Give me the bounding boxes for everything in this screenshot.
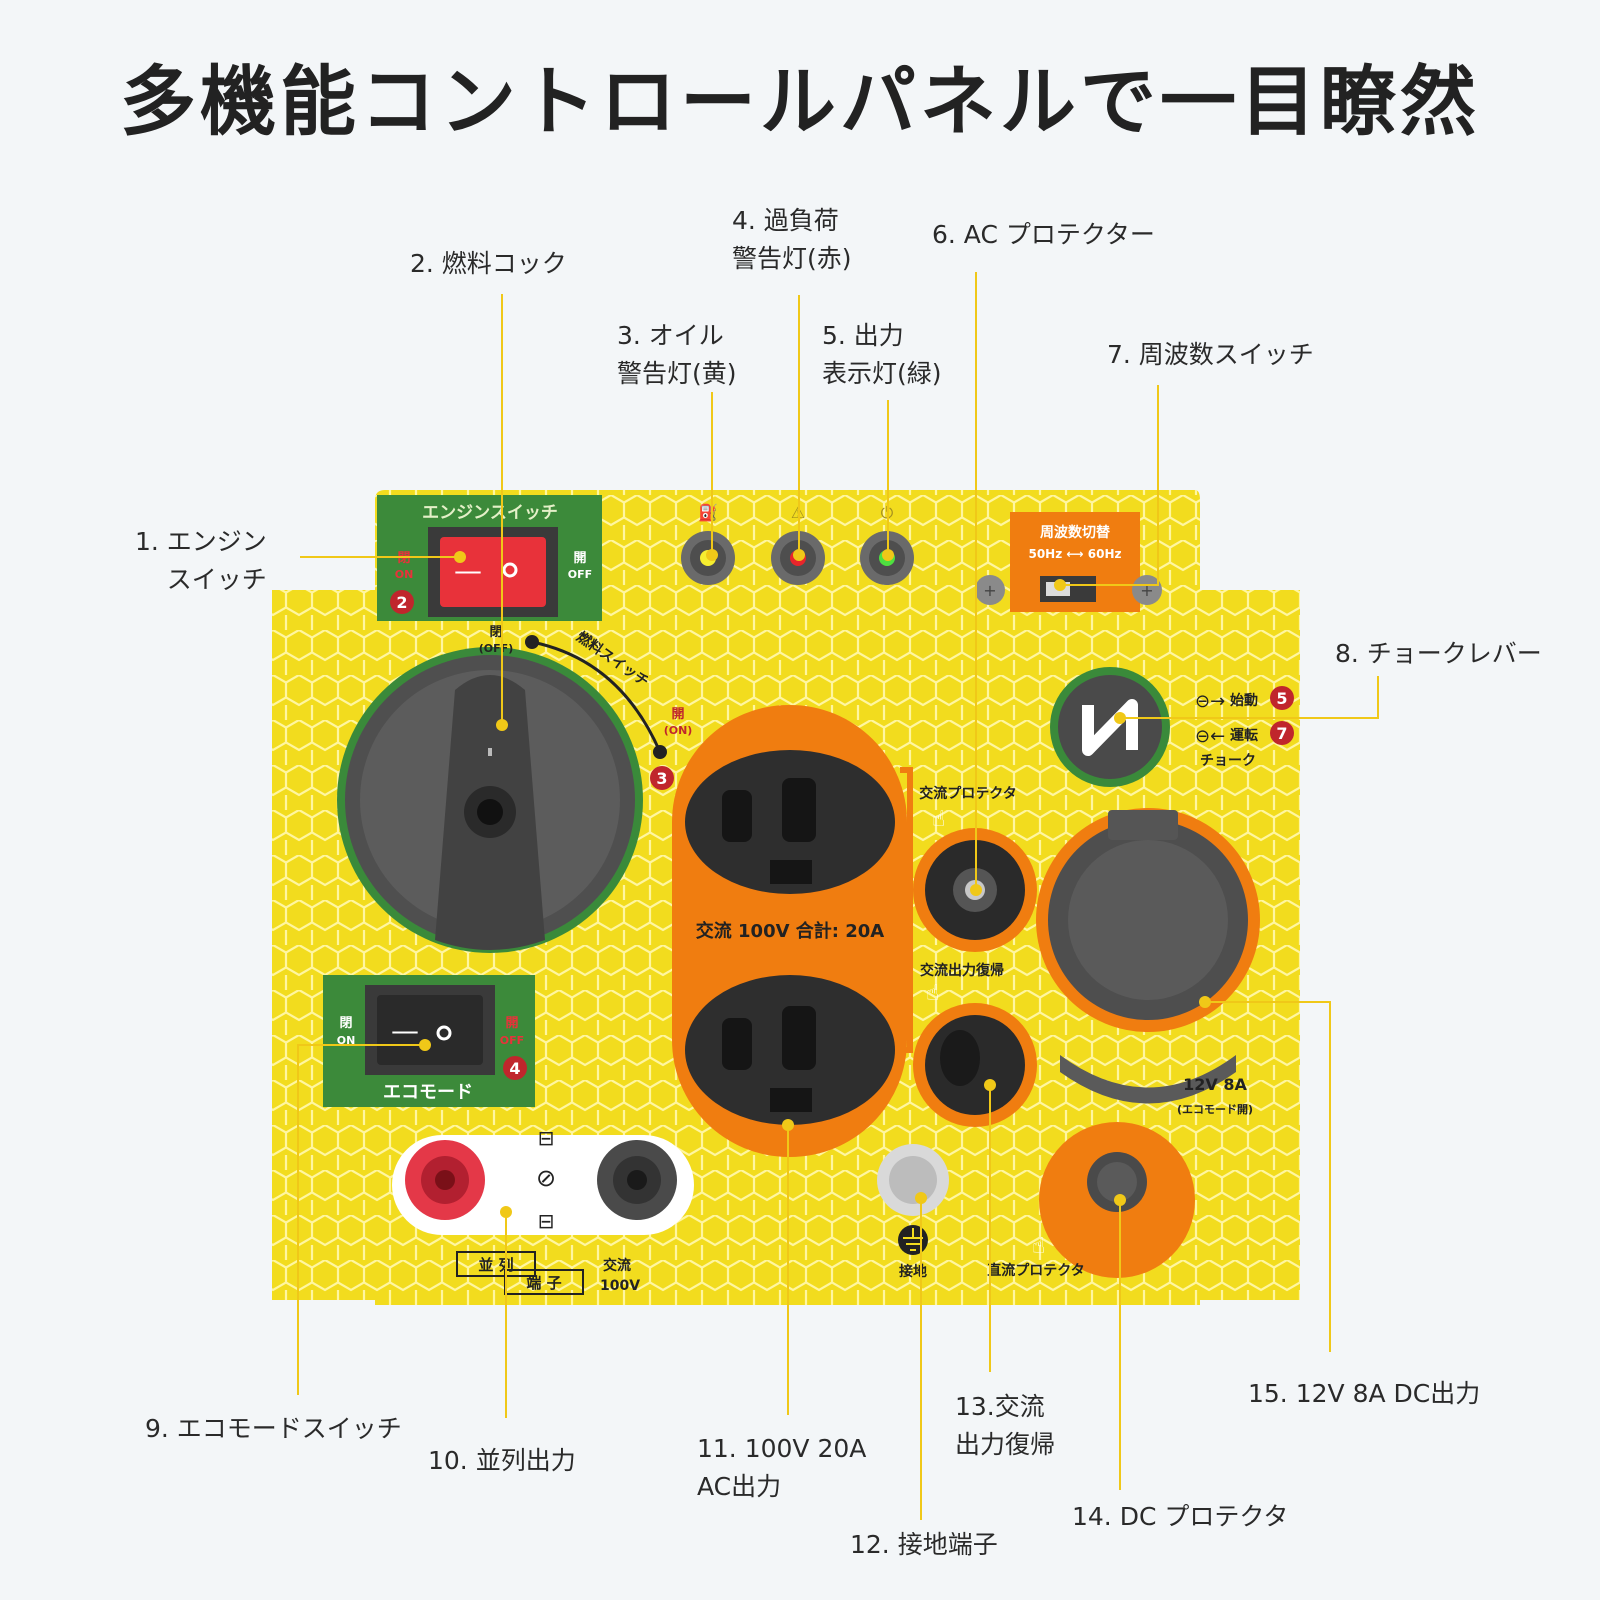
eco-mode-switch[interactable] xyxy=(377,995,483,1065)
badge-4: 4 xyxy=(509,1059,520,1078)
callout-15-dc-output: 15. 12V 8A DC出力 xyxy=(1248,1379,1481,1408)
leader-lines xyxy=(297,272,1379,1520)
run-label: 運転 xyxy=(1230,727,1258,744)
link-icon: ⊘ xyxy=(536,1164,556,1192)
page-title: 多機能コントロールパネルで一目瞭然 xyxy=(120,57,1480,146)
choke-label: チョーク xyxy=(1200,753,1256,769)
engine-off-text: OFF xyxy=(568,568,592,581)
frequency-switch-plate: 周波数切替 50Hz ⟷ 60Hz + + xyxy=(975,512,1162,612)
hand-pointer-icon: ☝ xyxy=(926,981,939,1006)
parallel-label-a: 並 列 xyxy=(478,1256,513,1274)
fuel-on-text: (ON) xyxy=(664,724,693,737)
eco-off-text: OFF xyxy=(500,1034,524,1047)
engine-on-text: ON xyxy=(395,568,414,581)
run-arrow-icon: ⊖← xyxy=(1195,726,1225,747)
badge-3: 3 xyxy=(656,769,667,788)
eco-on-kanji: 閉 xyxy=(339,1016,352,1031)
generator-icon: ⊟ xyxy=(538,1126,555,1150)
engine-off-kanji: 開 xyxy=(573,551,586,566)
callout-3-oil-warning: 3. オイル警告灯(黄) xyxy=(617,321,737,388)
engine-switch-label: エンジンスイッチ xyxy=(422,503,558,523)
callout-4-overload-warning: 4. 過負荷警告灯(赤) xyxy=(732,206,852,273)
parallel-terminal-group: ⊟ ⊘ ⊟ 並 列 端 子 交流 100V xyxy=(392,1126,694,1295)
svg-text:+: + xyxy=(1140,581,1153,600)
leader-dots xyxy=(419,549,1211,1218)
ac-rating-label: 交流 100V 合計: 20A xyxy=(696,920,885,942)
start-label: 始動 xyxy=(1230,692,1258,709)
dc-rating-label: 12V 8A xyxy=(1183,1075,1247,1094)
ac-100v-label: 100V xyxy=(600,1278,640,1294)
fuel-on-kanji: 開 xyxy=(671,707,684,722)
callout-1-engine-switch: 1. エンジンスイッチ xyxy=(135,527,267,594)
frequency-title: 周波数切替 xyxy=(1040,524,1111,541)
callout-14-dc-protector: 14. DC プロテクタ xyxy=(1072,1502,1289,1531)
logo-icon xyxy=(1082,699,1138,756)
svg-text:+: + xyxy=(983,581,996,600)
badge-5: 5 xyxy=(1276,689,1287,708)
svg-text:—: — xyxy=(391,1014,419,1047)
callout-6-ac-protector: 6. AC プロテクター xyxy=(932,220,1155,249)
ac-small-label: 交流 xyxy=(603,1257,631,1274)
oil-can-icon: ⛽ xyxy=(698,503,718,522)
callout-2-fuel-cock: 2. 燃料コック xyxy=(410,249,567,278)
eco-off-kanji: 開 xyxy=(505,1016,518,1031)
dc-outlet-group: 12V 8A (エコモード開) ☝ 直流プロテクタ xyxy=(987,808,1260,1279)
hand-pointer-icon: ☝ xyxy=(1032,1234,1045,1259)
callout-5-output-indicator: 5. 出力表示灯(緑) xyxy=(822,321,942,388)
callout-10-parallel-output: 10. 並列出力 xyxy=(428,1446,576,1475)
ac-protector-label: 交流プロテクタ xyxy=(919,785,1016,802)
badge-2: 2 xyxy=(396,593,407,612)
callout-9-eco-mode-switch: 9. エコモードスイッチ xyxy=(145,1414,402,1443)
dc-eco-label: (エコモード開) xyxy=(1177,1103,1253,1116)
dc-protector-label: 直流プロテクタ xyxy=(987,1262,1084,1279)
eco-mode-label: エコモード xyxy=(383,1082,473,1103)
ground-terminal-group: 接地 xyxy=(877,1144,949,1280)
hand-pointer-icon: ☝ xyxy=(932,807,945,832)
frequency-range: 50Hz ⟷ 60Hz xyxy=(1028,547,1121,561)
fuel-off-kanji: 閉 xyxy=(489,625,502,640)
callout-8-choke-lever: 8. チョークレバー xyxy=(1335,639,1542,668)
engine-on-kanji: 閉 xyxy=(397,551,410,566)
ac-protector-group: 交流プロテクタ ☝ 交流出力復帰 ☝ xyxy=(913,785,1037,1127)
engine-switch[interactable] xyxy=(440,537,546,607)
generator-icon: ⊟ xyxy=(538,1209,555,1233)
fuel-off-text: (OFF) xyxy=(479,642,513,655)
start-arrow-icon: ⊖→ xyxy=(1195,691,1225,712)
ground-label: 接地 xyxy=(899,1263,927,1280)
ac-outlet-area: 交流 100V 合計: 20A xyxy=(672,705,913,1157)
badge-7: 7 xyxy=(1276,724,1287,743)
engine-switch-plate: エンジンスイッチ — 閉 ON 開 OFF 2 xyxy=(377,495,602,621)
callout-7-frequency-switch: 7. 周波数スイッチ xyxy=(1107,340,1314,369)
fuel-cock-knob[interactable] xyxy=(337,647,643,953)
ac-reset-label: 交流出力復帰 xyxy=(920,962,1004,979)
parallel-label-b: 端 子 xyxy=(526,1274,561,1292)
eco-on-text: ON xyxy=(337,1034,356,1047)
choke-lever-group: ⊖→ 始動 5 ⊖← 運転 7 チョーク xyxy=(1050,667,1294,787)
callout-12-ground-terminal: 12. 接地端子 xyxy=(850,1530,998,1559)
callout-13-ac-reset: 13.交流出力復帰 xyxy=(955,1392,1056,1459)
